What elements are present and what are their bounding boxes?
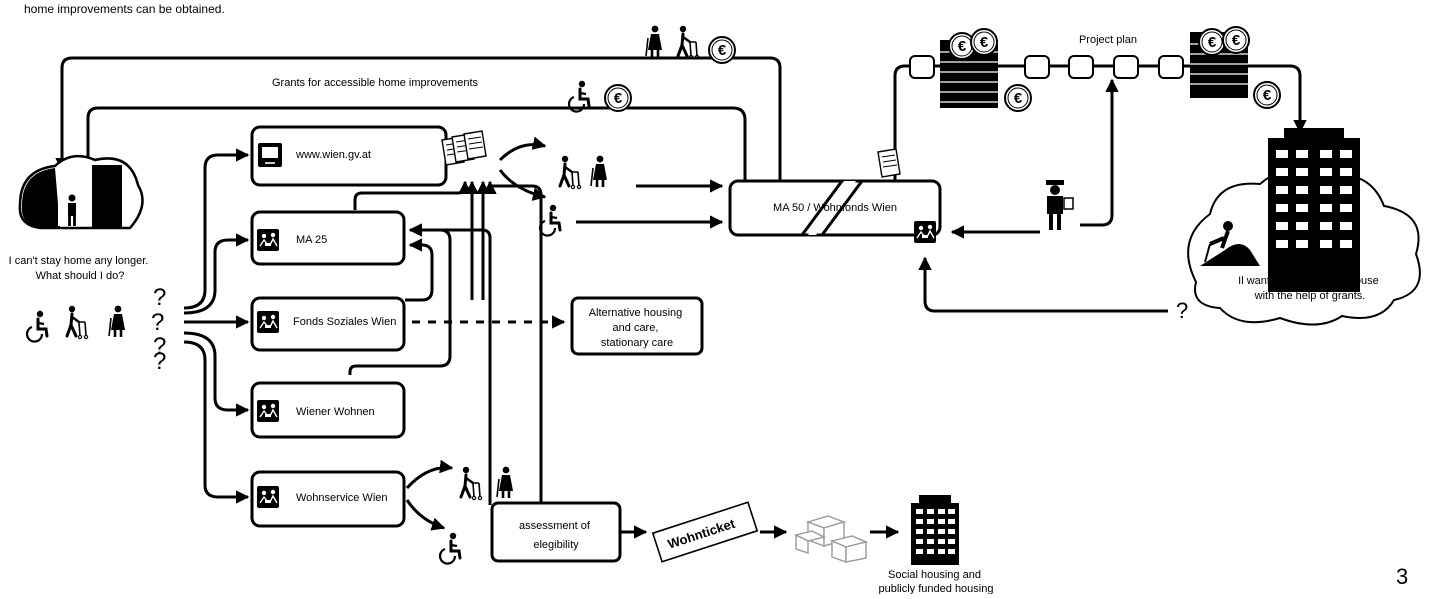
- wheelchair-user-icon: [438, 531, 462, 566]
- renovation-question-mark: ?: [1176, 298, 1188, 323]
- renovate-cloud: [1187, 128, 1421, 326]
- walker-user-icon: [65, 304, 90, 341]
- node-ma25[interactable]: MA 25: [250, 210, 406, 266]
- elderly-user-icon: [495, 465, 515, 500]
- svg-text:Fonds Soziales Wien: Fonds Soziales Wien: [293, 316, 396, 328]
- svg-text:assessment of elegibilit: assessment of elegibility: [519, 520, 593, 551]
- coin-stack-icon: [970, 28, 998, 56]
- coin-stack-icon: [708, 36, 736, 64]
- connectors: [55, 56, 1307, 539]
- page-number: 3: [1396, 564, 1408, 589]
- consultation-icon: [256, 228, 280, 252]
- node-wiener-wohnen[interactable]: Wiener Wohnen: [250, 381, 406, 439]
- node-wohnservice[interactable]: Wohnservice Wien: [250, 470, 406, 528]
- consultation-icon: [256, 310, 280, 334]
- ticket-icon: Wohnticket: [651, 501, 759, 563]
- coin-stack-icon: [604, 84, 632, 112]
- wheelchair-user-icon: [538, 203, 562, 238]
- coin-stack-icon: [1222, 26, 1250, 54]
- project-plan-steps: [909, 55, 1184, 79]
- coin-stack-icon: [1253, 81, 1281, 109]
- svg-text:?: ?: [151, 309, 164, 336]
- elderly-user-icon: [589, 154, 609, 189]
- monitor-icon: [257, 142, 283, 168]
- consultation-icon: [256, 399, 280, 423]
- grants-label: Grants for accessible home improvements: [272, 77, 479, 89]
- wheelchair-user-icon: [25, 309, 49, 344]
- svg-text:?: ?: [153, 284, 166, 311]
- digging-worker-icon: [1200, 221, 1260, 266]
- document-icon: [463, 130, 487, 160]
- node-website[interactable]: www.wien.gv.at: [250, 125, 448, 187]
- walker-user-icon: [676, 24, 701, 61]
- document-icon: [877, 148, 901, 178]
- home-person: [18, 154, 144, 230]
- worker-icon: [1046, 180, 1074, 230]
- svg-text:MA 50 / Wohnfonds Wien: MA 50 / Wohnfonds Wien: [773, 202, 897, 214]
- person-group: [25, 304, 127, 344]
- svg-text:?: ?: [153, 348, 166, 375]
- node-ma50[interactable]: MA 50 / Wohnfonds Wien: [728, 179, 942, 244]
- coin-stack-icon: [1198, 28, 1226, 56]
- large-building: [1268, 128, 1360, 292]
- boxes-icon: [793, 515, 869, 563]
- intro-text: home improvements can be obtained.: [24, 2, 225, 16]
- project-plan-label: Project plan: [1079, 34, 1137, 46]
- svg-text:Wiener Wohnen: Wiener Wohnen: [296, 406, 375, 418]
- svg-text:?: ?: [153, 333, 166, 360]
- walker-user-icon: [459, 465, 484, 502]
- consultation-icon: [913, 220, 937, 244]
- coin-stack-icon: [1004, 84, 1032, 112]
- elderly-user-icon: [644, 24, 664, 59]
- coin-stacks-left: [940, 28, 1032, 112]
- users-middle: [538, 154, 609, 238]
- coin-stacks-right: [1190, 26, 1281, 109]
- documents-stack: [441, 130, 487, 166]
- elderly-user-icon: [107, 304, 127, 339]
- question-marks: ? ? ? ?: [151, 284, 166, 375]
- svg-text:Alternative housing and: Alternative housing and care, stationary…: [589, 307, 686, 349]
- consultation-icon: [256, 485, 280, 509]
- node-assessment[interactable]: assessment of elegibility: [490, 501, 622, 563]
- svg-text:Wohnservice Wien: Wohnservice Wien: [296, 492, 388, 504]
- renovate-quote: Il want to renovate my house with the he…: [1238, 275, 1382, 302]
- social-housing-label: Social housing and publicly funded housi…: [879, 569, 994, 594]
- svg-text:www.wien.gv.at: www.wien.gv.at: [295, 149, 371, 161]
- person-quote: I can't stay home any longer. What shoul…: [9, 255, 152, 282]
- svg-text:MA 25: MA 25: [296, 234, 327, 246]
- node-fsw[interactable]: Fonds Soziales Wien: [250, 296, 406, 352]
- apartment-building-icon: [911, 495, 959, 565]
- walker-user-icon: [558, 154, 583, 191]
- node-alternative-housing[interactable]: Alternative housing and care, stationary…: [570, 296, 704, 356]
